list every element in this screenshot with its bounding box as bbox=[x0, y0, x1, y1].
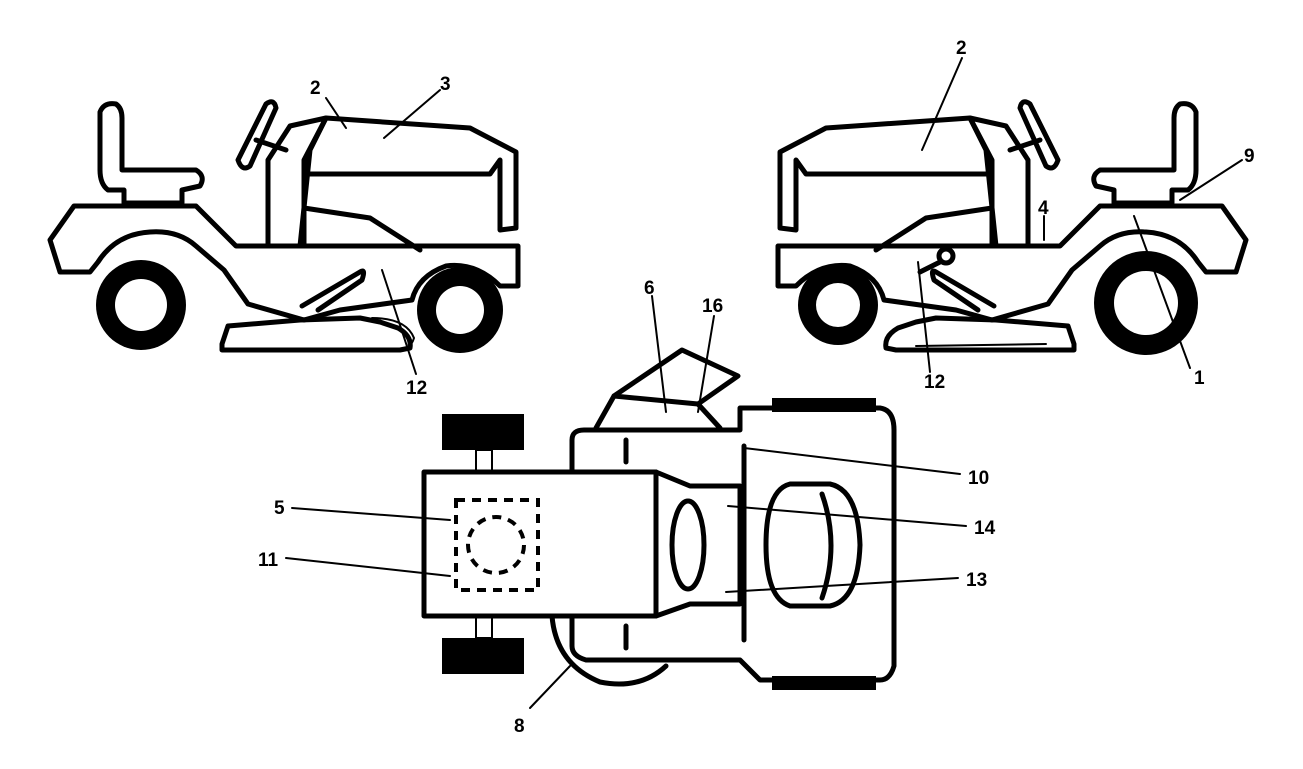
top-front-tire-right bbox=[442, 638, 524, 674]
label-top-11: 11 bbox=[258, 550, 279, 571]
label-right-12: 12 bbox=[924, 372, 945, 393]
left-hood bbox=[301, 115, 519, 247]
top-engine-circle bbox=[466, 515, 526, 575]
label-top-13: 13 bbox=[966, 570, 987, 591]
label-right-9: 9 bbox=[1244, 146, 1255, 167]
right-deck bbox=[883, 315, 1077, 353]
right-body bbox=[775, 203, 1249, 323]
top-front-tire-left bbox=[442, 414, 524, 450]
top-engine-outline bbox=[454, 498, 540, 592]
left-dash bbox=[265, 115, 329, 249]
left-deck bbox=[219, 315, 413, 353]
left-steering-wheel bbox=[235, 99, 289, 171]
label-top-5: 5 bbox=[274, 498, 285, 519]
left-body bbox=[47, 203, 521, 323]
label-right-4: 4 bbox=[1038, 198, 1049, 219]
label-left-3: 3 bbox=[440, 74, 451, 95]
label-top-10: 10 bbox=[968, 468, 989, 489]
top-hood bbox=[421, 469, 659, 619]
right-hood bbox=[777, 115, 995, 247]
right-view-labels: 2 9 4 1 12 bbox=[917, 38, 1255, 393]
label-left-12: 12 bbox=[406, 378, 427, 399]
left-side-view: 2 3 12 bbox=[47, 74, 521, 399]
label-top-8: 8 bbox=[514, 716, 525, 737]
top-body bbox=[569, 405, 897, 683]
top-view: 6 16 10 14 13 5 11 8 bbox=[258, 278, 996, 737]
top-seat bbox=[763, 481, 863, 609]
label-top-6: 6 bbox=[644, 278, 655, 299]
right-side-view bbox=[775, 99, 1249, 355]
label-top-14: 14 bbox=[974, 518, 996, 539]
label-top-16: 16 bbox=[702, 296, 723, 317]
right-steering-wheel bbox=[1007, 99, 1061, 171]
left-seat bbox=[97, 101, 205, 206]
label-left-2: 2 bbox=[310, 78, 321, 99]
top-pedal bbox=[549, 613, 669, 687]
top-chute bbox=[593, 347, 741, 431]
label-right-2: 2 bbox=[956, 38, 967, 59]
right-dash bbox=[967, 115, 1031, 249]
label-right-1: 1 bbox=[1194, 368, 1205, 389]
right-seat bbox=[1091, 101, 1199, 206]
